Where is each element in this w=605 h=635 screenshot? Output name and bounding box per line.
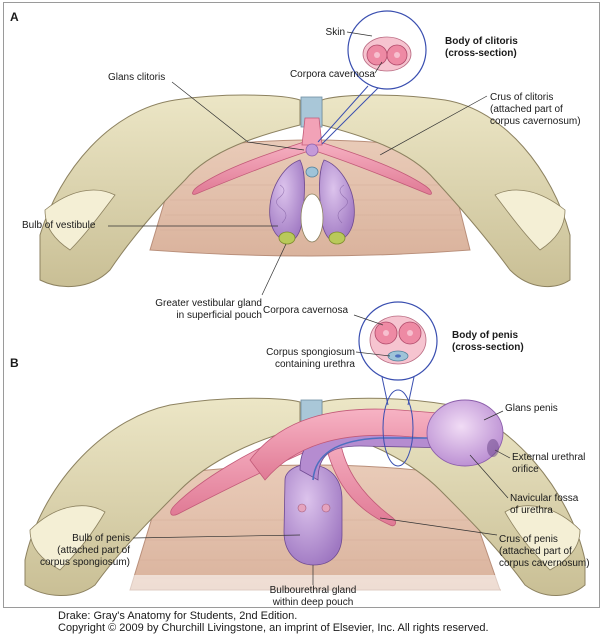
- label-corpora-cavernosa-b: Corpora cavernosa: [263, 305, 348, 317]
- greater-vestibular-gland-right: [329, 232, 345, 244]
- label-crus-of-clitoris: Crus of clitoris (attached part of corpu…: [490, 92, 581, 128]
- urethral-opening-a: [306, 167, 318, 177]
- inset-title-clitoris: Body of clitoris (cross-section): [445, 36, 518, 60]
- glans-clitoris-shape: [306, 144, 318, 156]
- caption-source: Drake: Gray's Anatomy for Students, 2nd …: [58, 610, 489, 622]
- label-bulb-of-penis: Bulb of penis (attached part of corpus s…: [5, 533, 130, 569]
- label-corpus-spongiosum: Corpus spongiosum containing urethra: [225, 347, 355, 371]
- figure-caption: Drake: Gray's Anatomy for Students, 2nd …: [58, 610, 489, 634]
- label-external-urethral-orifice: External urethral orifice: [512, 452, 585, 476]
- inset-title-penis: Body of penis (cross-section): [452, 330, 524, 354]
- vaginal-opening-a: [301, 194, 323, 242]
- label-corpora-cavernosa-a: Corpora cavernosa: [245, 69, 375, 81]
- caption-copyright: Copyright © 2009 by Churchill Livingston…: [58, 622, 489, 634]
- label-glans-penis: Glans penis: [505, 403, 558, 415]
- panel-b-letter: B: [10, 356, 19, 370]
- label-navicular-fossa: Navicular fossa of urethra: [510, 493, 578, 517]
- label-glans-clitoris: Glans clitoris: [108, 72, 165, 84]
- label-bulb-of-vestibule: Bulb of vestibule: [22, 220, 95, 232]
- panel-a-letter: A: [10, 10, 19, 24]
- greater-vestibular-gland-left: [279, 232, 295, 244]
- label-skin: Skin: [290, 27, 345, 39]
- label-crus-of-penis: Crus of penis (attached part of corpus c…: [499, 534, 590, 570]
- label-greater-vestibular-gland: Greater vestibular gland in superficial …: [105, 298, 262, 322]
- label-bulbourethral-gland: Bulbourethral gland within deep pouch: [238, 585, 388, 609]
